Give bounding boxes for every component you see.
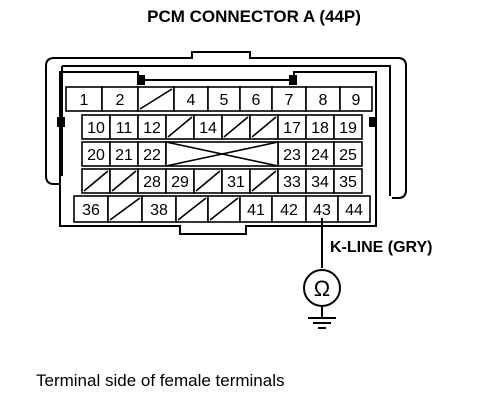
terminal-36	[73, 195, 109, 223]
terminal-label-1: 1	[80, 92, 89, 109]
blank-terminal-slash	[111, 170, 137, 192]
terminal-label-28: 28	[143, 174, 161, 191]
terminal-19	[333, 114, 363, 140]
terminal-25	[333, 141, 363, 167]
terminal-21	[109, 141, 139, 167]
connector-housing	[45, 51, 407, 235]
blank-terminal-slash	[209, 197, 239, 221]
terminal-label-22: 22	[143, 147, 161, 164]
terminal-label-41: 41	[247, 202, 265, 219]
terminal-label-6: 6	[252, 92, 261, 109]
terminal-label-31: 31	[227, 174, 245, 191]
terminal-9	[339, 86, 373, 112]
terminal-label-18: 18	[311, 120, 329, 137]
terminal-label-7: 7	[285, 92, 294, 109]
terminal-label-8: 8	[319, 92, 328, 109]
terminal-label-35: 35	[339, 174, 357, 191]
terminal-35	[333, 168, 363, 194]
terminal-4	[173, 86, 209, 112]
terminal-label-20: 20	[87, 147, 105, 164]
blank-terminal-slash	[177, 197, 207, 221]
terminal-23	[277, 141, 307, 167]
blank-terminal-slash	[251, 116, 277, 138]
terminal-label-2: 2	[116, 92, 125, 109]
terminal-label-29: 29	[171, 174, 189, 191]
terminal-17	[277, 114, 307, 140]
blank-terminal-slash	[167, 116, 193, 138]
terminal-label-42: 42	[280, 202, 298, 219]
terminal-label-12: 12	[143, 120, 161, 137]
terminal-24	[305, 141, 335, 167]
terminal-14	[193, 114, 223, 140]
terminal-label-33: 33	[283, 174, 301, 191]
terminal-2	[101, 86, 139, 112]
unused-cavity-cross	[165, 141, 279, 167]
terminal-33	[277, 168, 307, 194]
blank-terminal-slash	[195, 170, 221, 192]
terminal-label-34: 34	[311, 174, 329, 191]
terminal-label-19: 19	[339, 120, 357, 137]
terminal-31	[221, 168, 251, 194]
terminal-22	[137, 141, 167, 167]
terminal-label-11: 11	[116, 120, 133, 137]
ohm-meter-icon: Ω	[314, 276, 330, 301]
terminal-label-38: 38	[150, 202, 168, 219]
blank-terminal-slash	[109, 197, 141, 221]
terminal-43	[305, 195, 339, 223]
terminal-28	[137, 168, 167, 194]
terminal-label-4: 4	[187, 92, 196, 109]
terminal-label-21: 21	[115, 147, 133, 164]
diagram-title: PCM CONNECTOR A (44P)	[147, 7, 361, 26]
terminal-label-24: 24	[311, 147, 329, 164]
terminal-1	[65, 86, 103, 112]
blank-terminal-slash	[83, 170, 109, 192]
terminal-label-25: 25	[339, 147, 357, 164]
terminal-label-36: 36	[82, 202, 100, 219]
terminal-label-44: 44	[345, 202, 363, 219]
terminal-label-43: 43	[313, 202, 331, 219]
terminal-18	[305, 114, 335, 140]
blank-terminal-slash	[223, 116, 249, 138]
terminal-label-10: 10	[87, 120, 105, 137]
terminal-42	[271, 195, 307, 223]
diagram-caption: Terminal side of female terminals	[36, 371, 284, 390]
terminal-label-23: 23	[283, 147, 301, 164]
blank-terminal-slash	[251, 170, 277, 192]
signal-label: K-LINE (GRY)	[330, 239, 433, 256]
blank-terminal-slash	[139, 88, 173, 110]
terminal-label-9: 9	[352, 92, 361, 109]
terminal-label-14: 14	[199, 120, 217, 137]
terminal-label-17: 17	[283, 120, 301, 137]
terminal-34	[305, 168, 335, 194]
terminal-label-5: 5	[220, 92, 229, 109]
terminal-8	[305, 86, 341, 112]
probe-circuit	[303, 218, 341, 329]
terminal-44	[337, 195, 371, 223]
terminal-10	[81, 114, 111, 140]
